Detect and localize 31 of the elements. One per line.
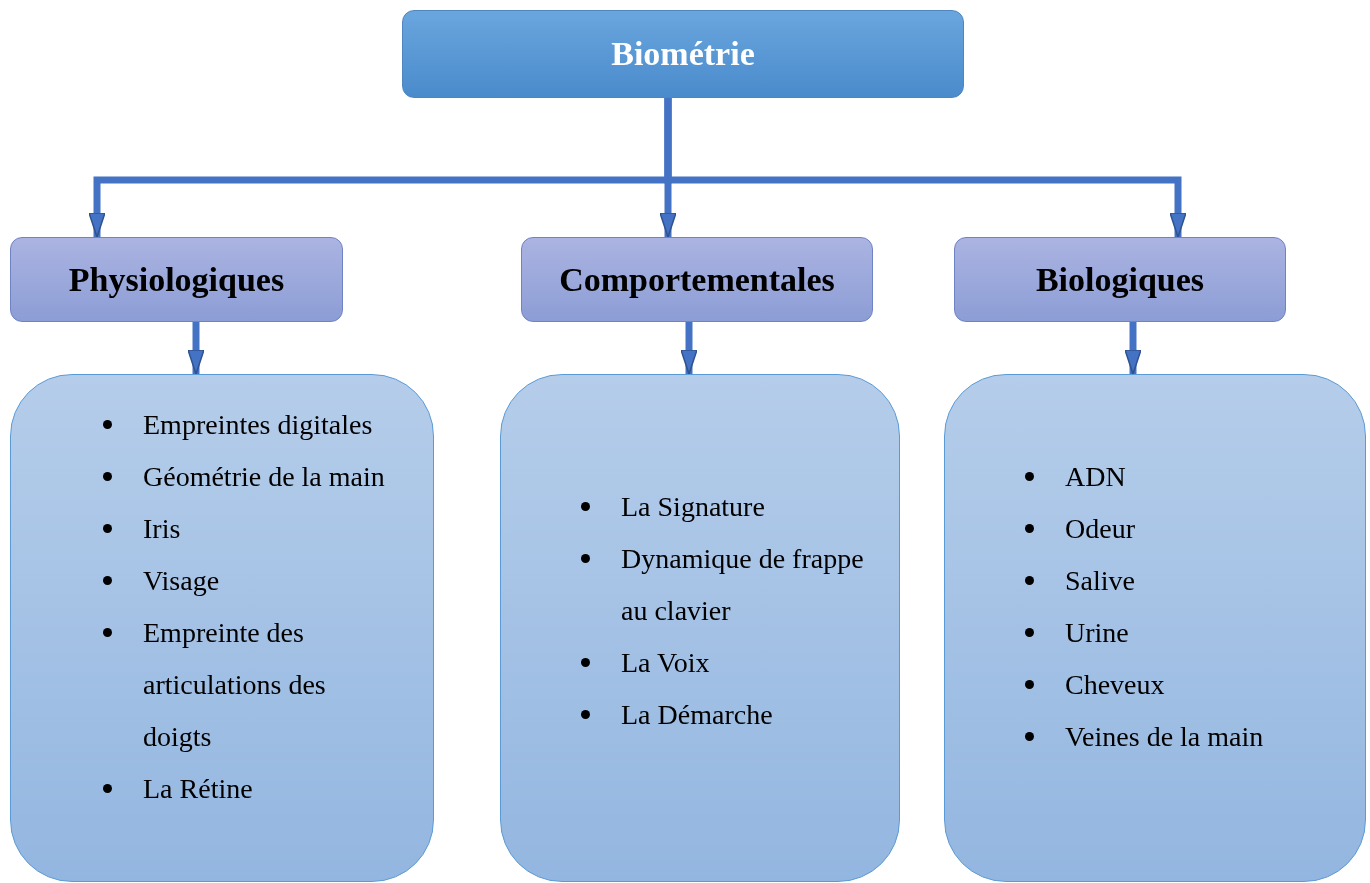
category-box [521, 237, 873, 322]
arrow [1124, 322, 1142, 375]
list-item: Veines de la main [1065, 721, 1264, 752]
list-item: Odeur [1065, 513, 1135, 544]
list-item: Urine [1065, 617, 1129, 648]
category-title: Comportementales [559, 260, 835, 299]
list-item: Cheveux [1065, 669, 1165, 700]
list-item: La Démarche [621, 699, 773, 730]
list-item: Dynamique de frappe au clavier [621, 543, 864, 626]
category-box [10, 237, 343, 322]
list-panel [500, 374, 900, 882]
root-box [402, 10, 964, 98]
list-item: Empreintes digitales [143, 409, 373, 440]
arrow [664, 98, 1187, 238]
title-text: Biométrie [611, 35, 755, 73]
list-item: ADN [1065, 461, 1126, 492]
arrow [680, 322, 698, 375]
arrow [187, 322, 205, 375]
list-item: Iris [143, 513, 181, 544]
category-box [954, 237, 1286, 322]
list-item: La Signature [621, 491, 765, 522]
list-item: La Rétine [143, 773, 253, 804]
list-panel [10, 374, 434, 882]
list-item: Salive [1065, 565, 1135, 596]
list-item: Géométrie de la main [143, 461, 385, 492]
category-title: Physiologiques [68, 260, 285, 299]
list-panel [944, 374, 1366, 882]
list-item: Visage [143, 565, 220, 596]
list-item: Empreinte des articulations des doigts [143, 617, 326, 752]
category-title: Biologiques [1035, 260, 1205, 299]
list-item: La Voix [621, 647, 710, 678]
